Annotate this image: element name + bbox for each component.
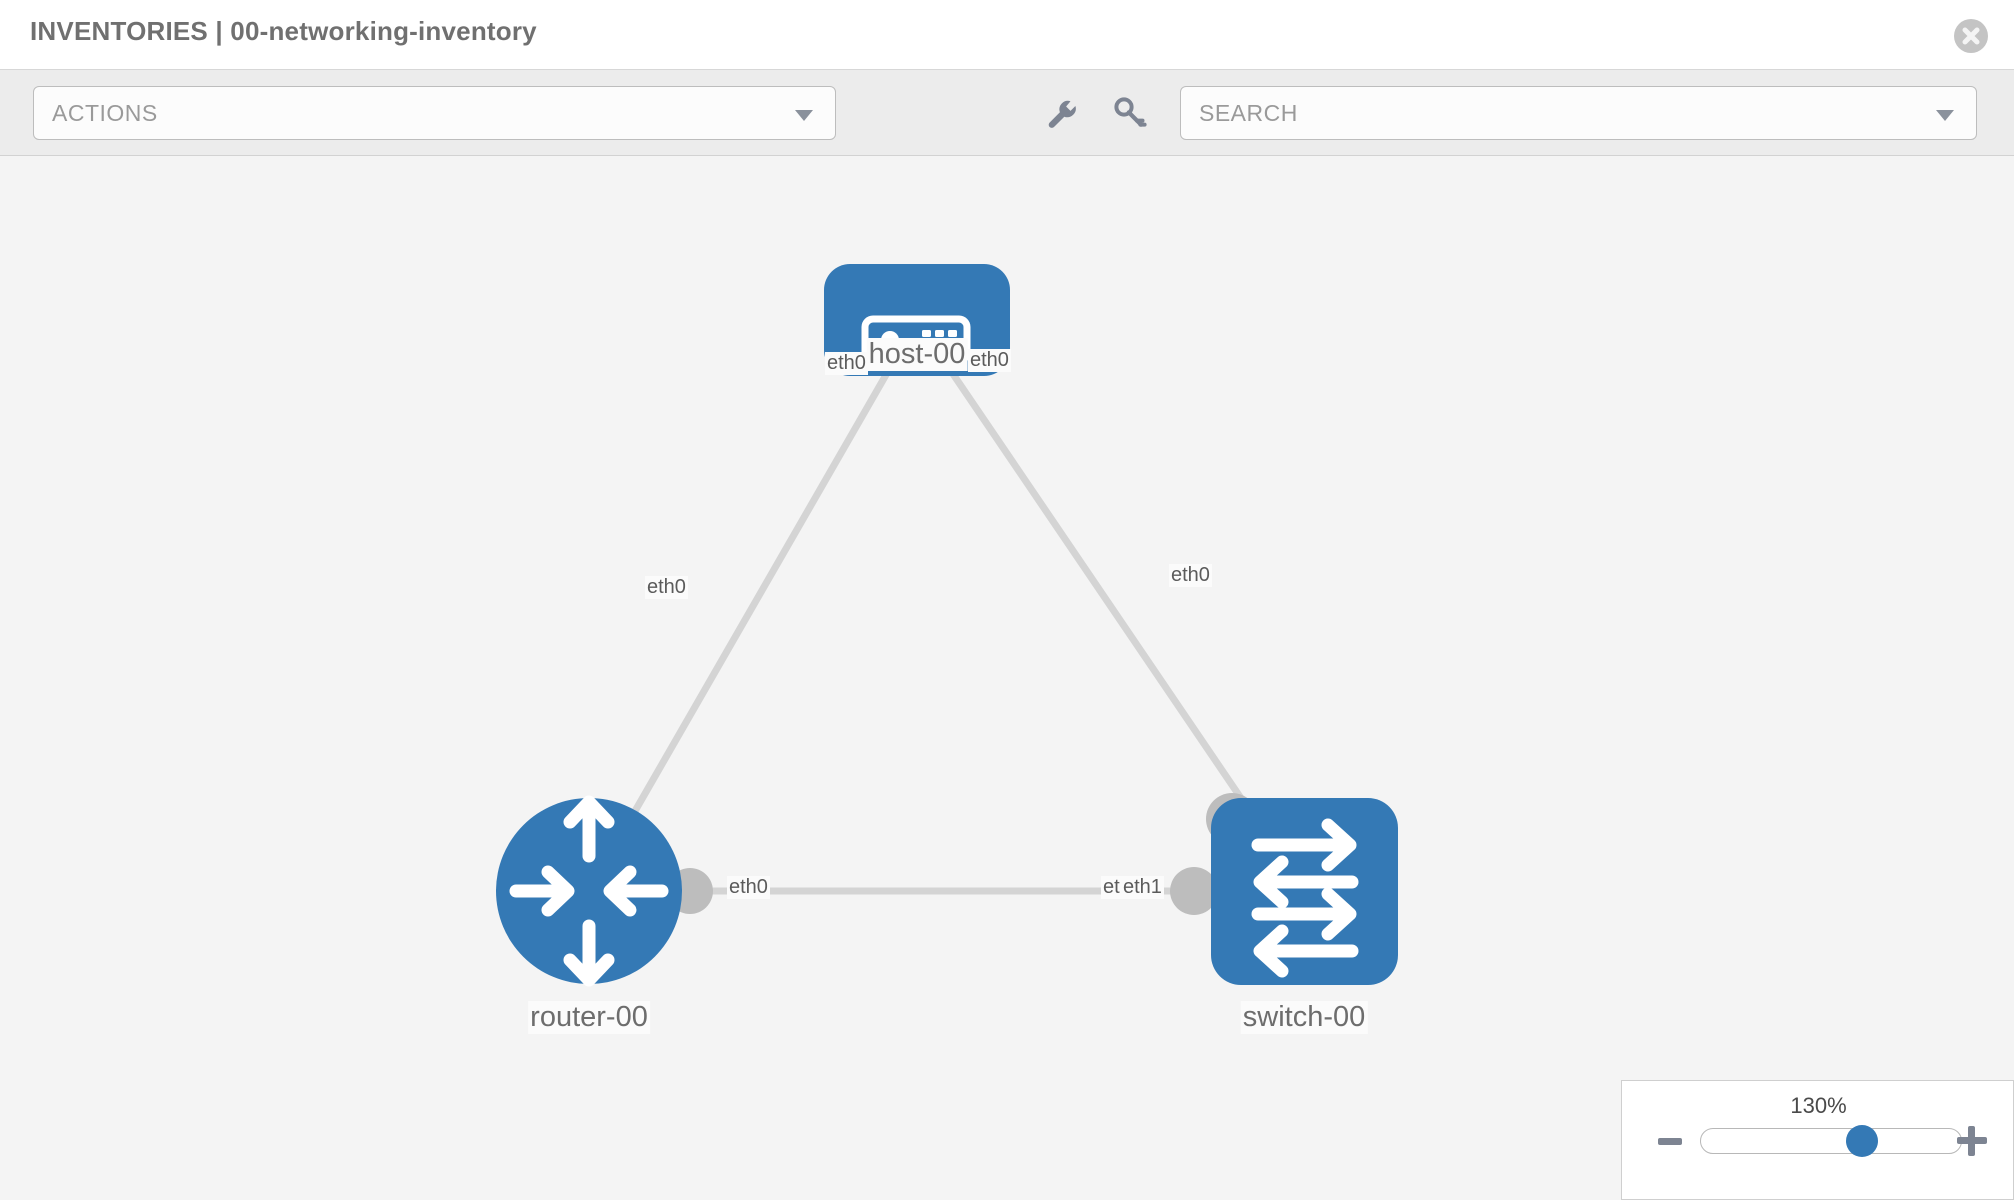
topology-ports <box>667 318 1258 915</box>
zoom-level-label: 130% <box>1790 1093 1847 1118</box>
zoom-slider[interactable] <box>1700 1125 1962 1157</box>
search-placeholder: SEARCH <box>1199 100 1298 126</box>
plus-icon[interactable] <box>1957 1126 1987 1156</box>
minus-icon[interactable] <box>1658 1138 1682 1145</box>
topology-links <box>585 319 1307 895</box>
page-title: INVENTORIES | 00-networking-inventory <box>30 16 537 46</box>
iface-label-switch-eth1: eth1 <box>1121 876 1164 899</box>
iface-label-host-left: eth0 <box>825 352 868 375</box>
iface-label-host-right: eth0 <box>968 349 1011 372</box>
iface-label-router-uplink: eth0 <box>645 576 688 599</box>
close-icon[interactable] <box>1954 19 1988 53</box>
search-input[interactable]: SEARCH <box>1180 86 1977 140</box>
toolbar: ACTIONS SEARCH <box>0 70 2014 156</box>
node-router-00[interactable] <box>496 795 682 987</box>
node-label-switch-00: switch-00 <box>1240 1001 1368 1034</box>
page-header: INVENTORIES | 00-networking-inventory <box>0 0 2014 70</box>
chevron-down-icon[interactable] <box>1936 110 1954 121</box>
zoom-slider-thumb[interactable] <box>1846 1125 1879 1157</box>
wrench-icon[interactable] <box>1040 92 1082 134</box>
iface-label-switch-uplink: eth0 <box>1169 564 1212 587</box>
topology-canvas[interactable]: eth0 eth0 eth0 eth0 eth0 eth0 eth1 host-… <box>0 156 2014 1200</box>
node-label-router-00: router-00 <box>528 1001 650 1034</box>
key-icon[interactable] <box>1108 92 1150 134</box>
port-switch-eth1 <box>1170 867 1218 915</box>
node-switch-00[interactable] <box>1211 798 1398 985</box>
actions-dropdown[interactable]: ACTIONS <box>33 86 836 140</box>
node-label-host-00: host-00 <box>866 338 968 371</box>
actions-dropdown-label: ACTIONS <box>52 100 158 126</box>
link-host-router <box>585 319 921 893</box>
chevron-down-icon <box>795 110 813 121</box>
zoom-control-panel: 130% <box>1621 1080 2014 1200</box>
topology-graph <box>496 264 1398 987</box>
iface-label-router-eth0: eth0 <box>727 876 770 899</box>
